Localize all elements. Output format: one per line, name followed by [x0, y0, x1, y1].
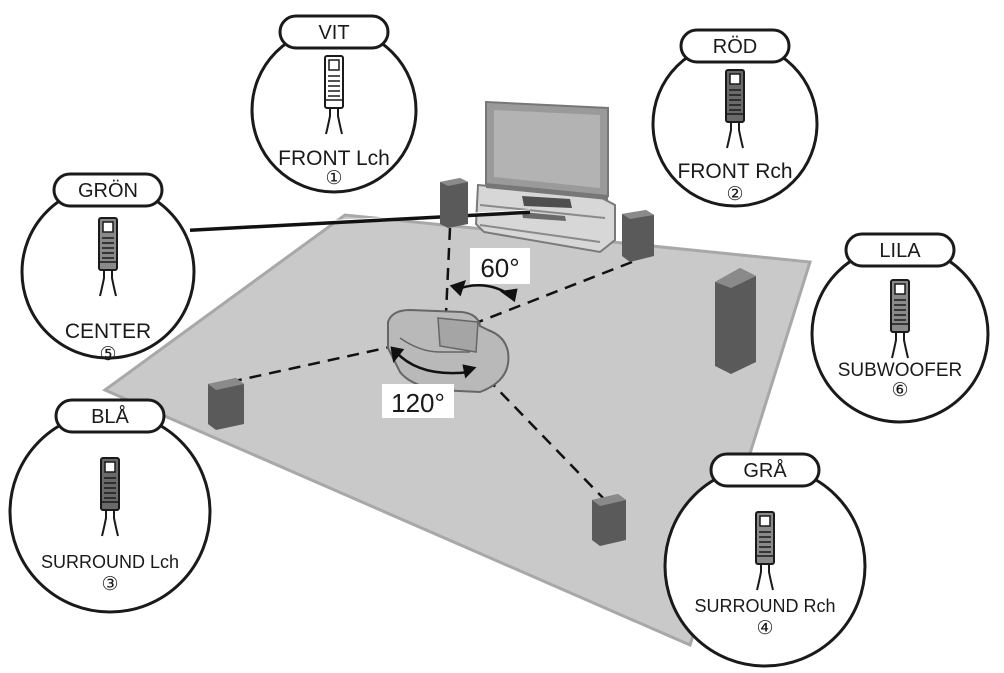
speaker-front-left — [440, 178, 468, 228]
color-label-pill — [844, 232, 956, 268]
channel-name: SURROUND Lch — [41, 552, 179, 572]
rca-plug-icon — [100, 457, 120, 537]
channel-name: SURROUND Rch — [694, 596, 835, 616]
angle-label-120: 120° — [391, 388, 445, 418]
channel-name: FRONT Rch — [677, 160, 792, 183]
channel-number: ③ — [101, 574, 118, 595]
channel-name: CENTER — [65, 320, 151, 343]
color-label-text: LILA — [879, 240, 921, 262]
color-label-pill — [679, 28, 791, 64]
channel-number: ⑥ — [891, 380, 908, 401]
color-label-text: VIT — [318, 22, 349, 44]
angle-arc-120 — [390, 346, 477, 379]
color-label-pill — [278, 14, 390, 50]
rca-plug-icon — [755, 511, 775, 591]
av-receiver — [522, 196, 572, 208]
speaker-front-right — [622, 210, 654, 262]
color-label-pill — [709, 452, 821, 488]
color-label-text: RÖD — [713, 36, 757, 58]
subwoofer-unit — [715, 268, 756, 374]
rca-plug-icon — [324, 55, 344, 135]
channel-number: ④ — [756, 618, 773, 639]
angle-arc-60 — [449, 280, 518, 303]
speaker-surround-right — [592, 494, 626, 546]
channel-name: SUBWOOFER — [838, 360, 963, 381]
color-label-text: BLÅ — [91, 405, 129, 428]
rca-plug-icon — [98, 217, 118, 297]
speaker-surround-left — [208, 378, 244, 430]
rca-plug-icon — [890, 279, 910, 359]
channel-number: ② — [726, 184, 743, 205]
channel-number: ① — [325, 168, 342, 189]
listening-chair — [387, 308, 510, 394]
channel-name: FRONT Lch — [278, 147, 390, 170]
channel-number: ⑤ — [99, 344, 116, 365]
center-cable — [189, 210, 531, 232]
tv-stand — [474, 183, 616, 254]
floor-carpet — [102, 213, 812, 648]
color-label-pill — [52, 172, 164, 208]
angle-label-60: 60° — [480, 253, 519, 283]
color-label-text: GRÖN — [78, 180, 138, 202]
television — [485, 100, 609, 200]
rca-plug-icon — [725, 69, 745, 149]
color-label-text: GRÅ — [743, 459, 787, 482]
color-label-pill — [54, 398, 166, 434]
